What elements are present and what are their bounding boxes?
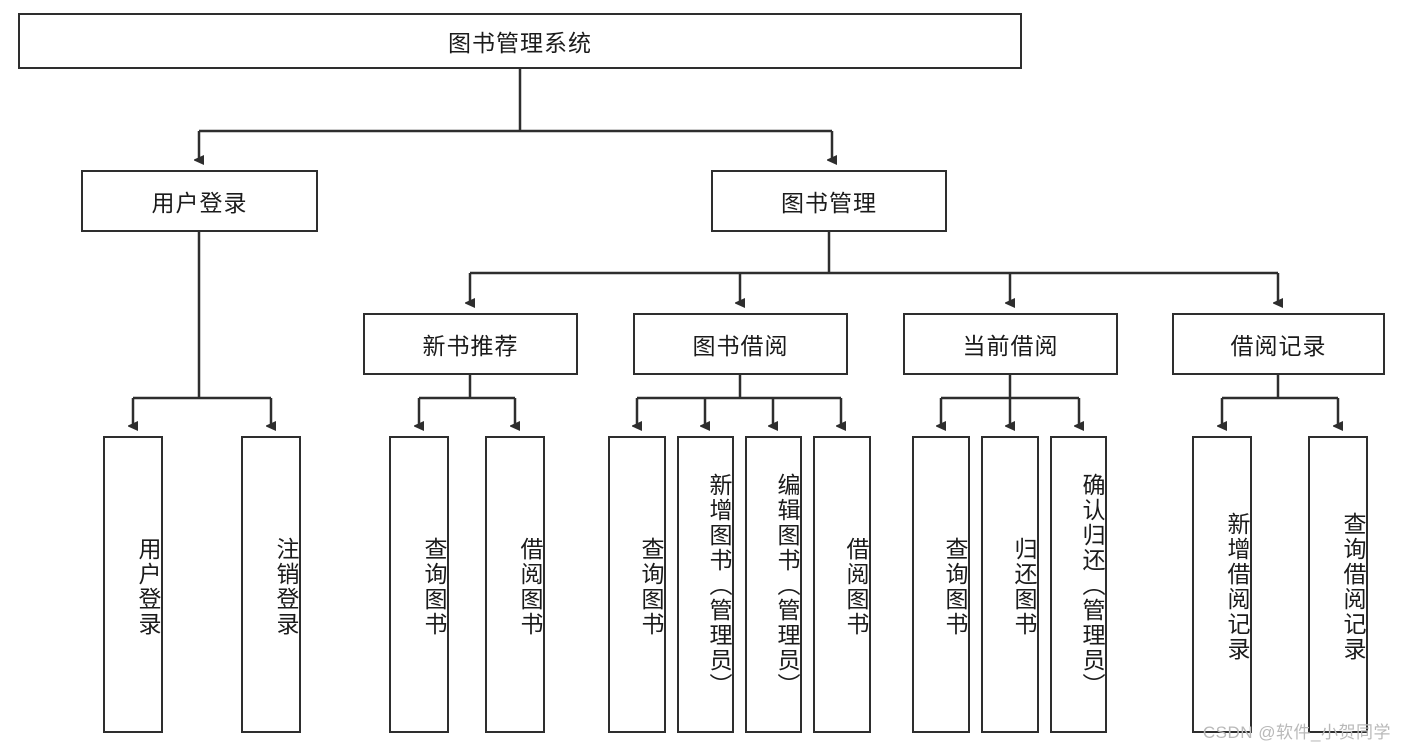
leaf-query-book-current[interactable]: 查询图书 bbox=[912, 436, 970, 733]
leaf-return-book[interactable]: 归还图书 bbox=[981, 436, 1039, 733]
watermark-text: CSDN @软件_小贺同学 bbox=[1202, 723, 1391, 742]
leaf-query-borrow-record[interactable]: 查询借阅记录 bbox=[1308, 436, 1368, 733]
node-new-book-recommend[interactable]: 新书推荐 bbox=[363, 313, 578, 375]
node-root-book-management-system[interactable]: 图书管理系统 bbox=[18, 13, 1022, 69]
leaf-add-borrow-record[interactable]: 新增借阅记录 bbox=[1192, 436, 1252, 733]
node-borrow-record[interactable]: 借阅记录 bbox=[1172, 313, 1385, 375]
node-book-borrow[interactable]: 图书借阅 bbox=[633, 313, 848, 375]
leaf-add-book-admin[interactable]: 新增图书（管理员） bbox=[677, 436, 734, 733]
leaf-logout[interactable]: 注销登录 bbox=[241, 436, 301, 733]
node-current-borrow[interactable]: 当前借阅 bbox=[903, 313, 1118, 375]
leaf-edit-book-admin[interactable]: 编辑图书（管理员） bbox=[745, 436, 802, 733]
leaf-confirm-return-admin[interactable]: 确认归还（管理员） bbox=[1050, 436, 1107, 733]
leaf-query-book-borrow[interactable]: 查询图书 bbox=[608, 436, 666, 733]
node-user-login[interactable]: 用户登录 bbox=[81, 170, 318, 232]
leaf-user-login[interactable]: 用户登录 bbox=[103, 436, 163, 733]
node-book-management[interactable]: 图书管理 bbox=[711, 170, 947, 232]
leaf-borrow-book-newbook[interactable]: 借阅图书 bbox=[485, 436, 545, 733]
leaf-borrow-book[interactable]: 借阅图书 bbox=[813, 436, 871, 733]
leaf-query-book-newbook[interactable]: 查询图书 bbox=[389, 436, 449, 733]
